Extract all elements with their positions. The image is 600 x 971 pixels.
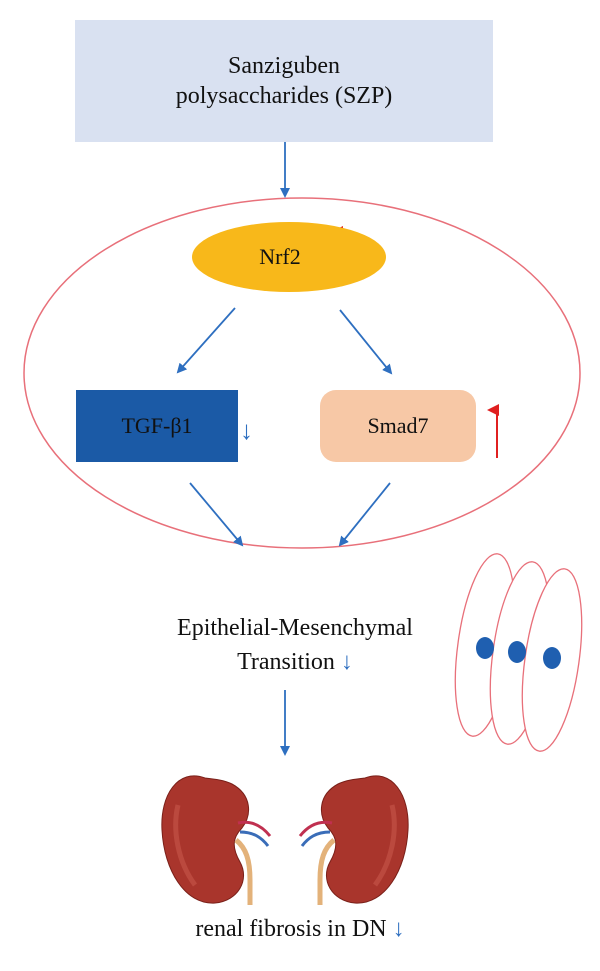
arrow-nrf2-tgf [176,307,236,374]
emt-label: Epithelial-Mesenchymal Transition ↓ [130,612,460,679]
emt-line1: Epithelial-Mesenchymal [177,615,413,641]
smad7-node: Smad7 [320,390,476,462]
renal-fibrosis-text: renal fibrosis in DN [195,916,387,942]
cell-icon [454,553,583,752]
nrf2-node: Nrf2 [192,222,386,292]
down-arrow-icon: ↓ [392,916,405,942]
tgf-b1-label: TGF-β1 [121,413,193,438]
down-arrow-icon: ↓ [340,648,353,675]
arrow-tgf-emt [189,482,244,547]
arrow-smad-emt [338,482,391,547]
emt-line2: Transition [237,648,335,675]
arrow-nrf2-smad [339,309,393,375]
szp-label-line2: polysaccharides (SZP) [175,83,393,109]
down-arrow-icon: ↓ [240,416,253,445]
szp-label-line1: Sanziguben [228,53,340,79]
szp-box: Sanziguben polysaccharides (SZP) [75,20,493,142]
pathway-ellipse [23,197,581,549]
nrf2-label: Nrf2 [259,244,301,269]
renal-fibrosis-label: renal fibrosis in DN ↓ [130,916,470,943]
kidney-icon [161,775,409,905]
smad7-label: Smad7 [367,413,429,438]
tgf-b1-node: TGF-β1 [76,390,238,462]
